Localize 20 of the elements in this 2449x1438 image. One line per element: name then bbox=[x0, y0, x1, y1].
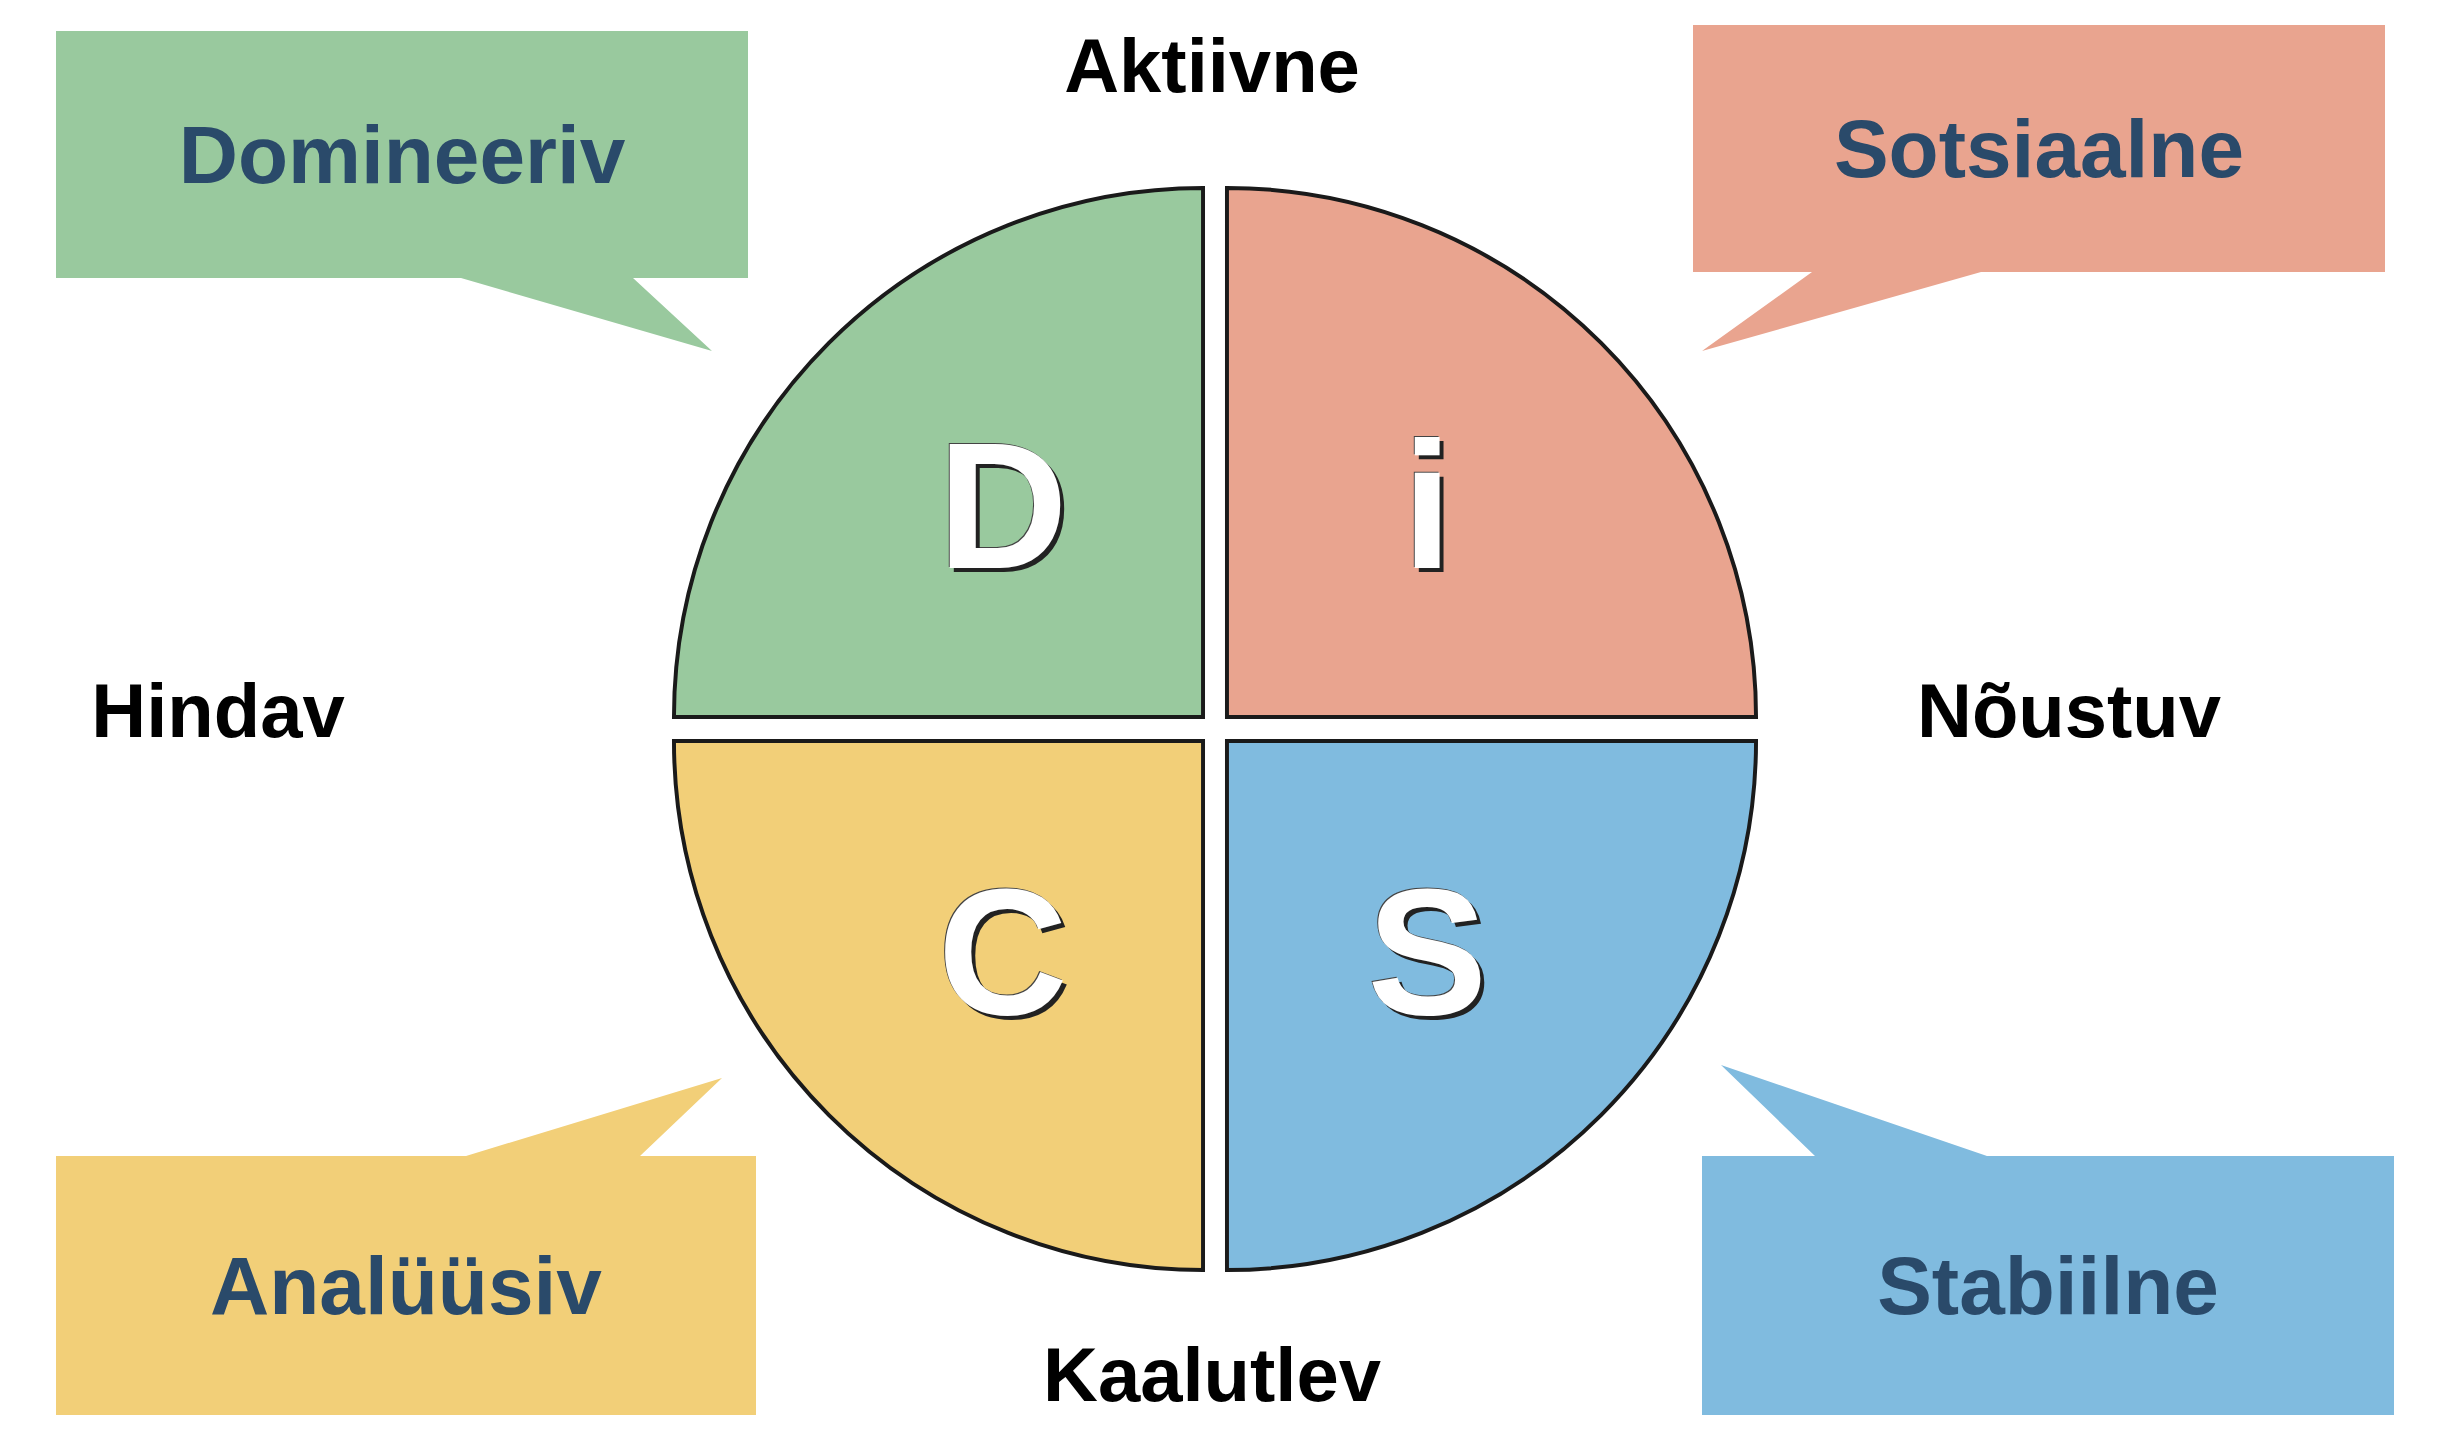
quadrant bbox=[671, 738, 1206, 1273]
speech-bubble bbox=[1702, 1065, 2394, 1415]
quadrant-letter: i bbox=[1402, 416, 1453, 596]
callout-text: Analüüsiv bbox=[210, 1244, 602, 1327]
quadrant bbox=[1224, 185, 1759, 720]
speech-bubble bbox=[1693, 25, 2385, 351]
quadrant bbox=[1224, 738, 1759, 1273]
speech-bubble bbox=[56, 1078, 756, 1415]
axis-label: Nõustuv bbox=[1917, 673, 2221, 749]
speech-bubble bbox=[56, 31, 748, 351]
axis-label: Aktiivne bbox=[1064, 28, 1360, 104]
quadrant-letter: D bbox=[937, 416, 1068, 596]
quadrant bbox=[671, 185, 1206, 720]
axis-label: Hindav bbox=[91, 673, 345, 749]
callout-text: Domineeriv bbox=[178, 113, 626, 196]
axis-label: Kaalutlev bbox=[1043, 1337, 1381, 1413]
callout-text: Stabiilne bbox=[1877, 1244, 2219, 1327]
quadrant-letter: S bbox=[1367, 862, 1488, 1042]
callout-text: Sotsiaalne bbox=[1833, 107, 2245, 190]
quadrant-letter: C bbox=[937, 862, 1068, 1042]
